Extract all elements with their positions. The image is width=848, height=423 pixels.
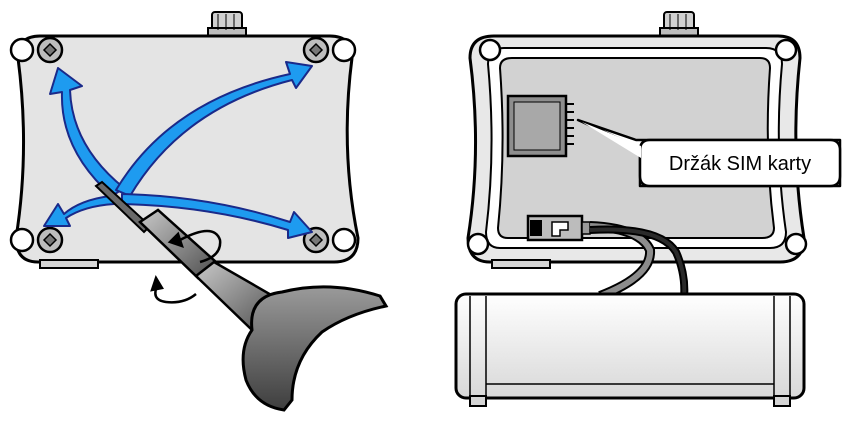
- cable-gland-icon: [659, 11, 699, 39]
- screw-icon: [302, 226, 357, 254]
- connector-icon: [526, 214, 591, 242]
- mounting-hole-icon: [784, 232, 808, 256]
- rotation-arrow-icon: [150, 229, 222, 304]
- screw-icon: [9, 36, 64, 64]
- cable-gland-icon: [207, 11, 247, 39]
- mounting-hole-icon: [478, 38, 502, 62]
- lid-icon: [454, 292, 806, 407]
- sim-holder-callout: Držák SIM karty: [576, 118, 842, 188]
- right-panel: Držák SIM karty: [454, 11, 842, 407]
- screw-icon: [9, 226, 64, 254]
- direction-arrow-icon: [43, 61, 313, 239]
- mounting-hole-icon: [466, 232, 490, 256]
- cable-icon: [589, 221, 689, 301]
- mounting-hole-icon: [774, 38, 798, 62]
- sim-holder-icon: [506, 94, 574, 158]
- callout-label: Držák SIM karty: [669, 153, 811, 175]
- screw-icon: [302, 36, 357, 64]
- left-panel: [9, 11, 389, 412]
